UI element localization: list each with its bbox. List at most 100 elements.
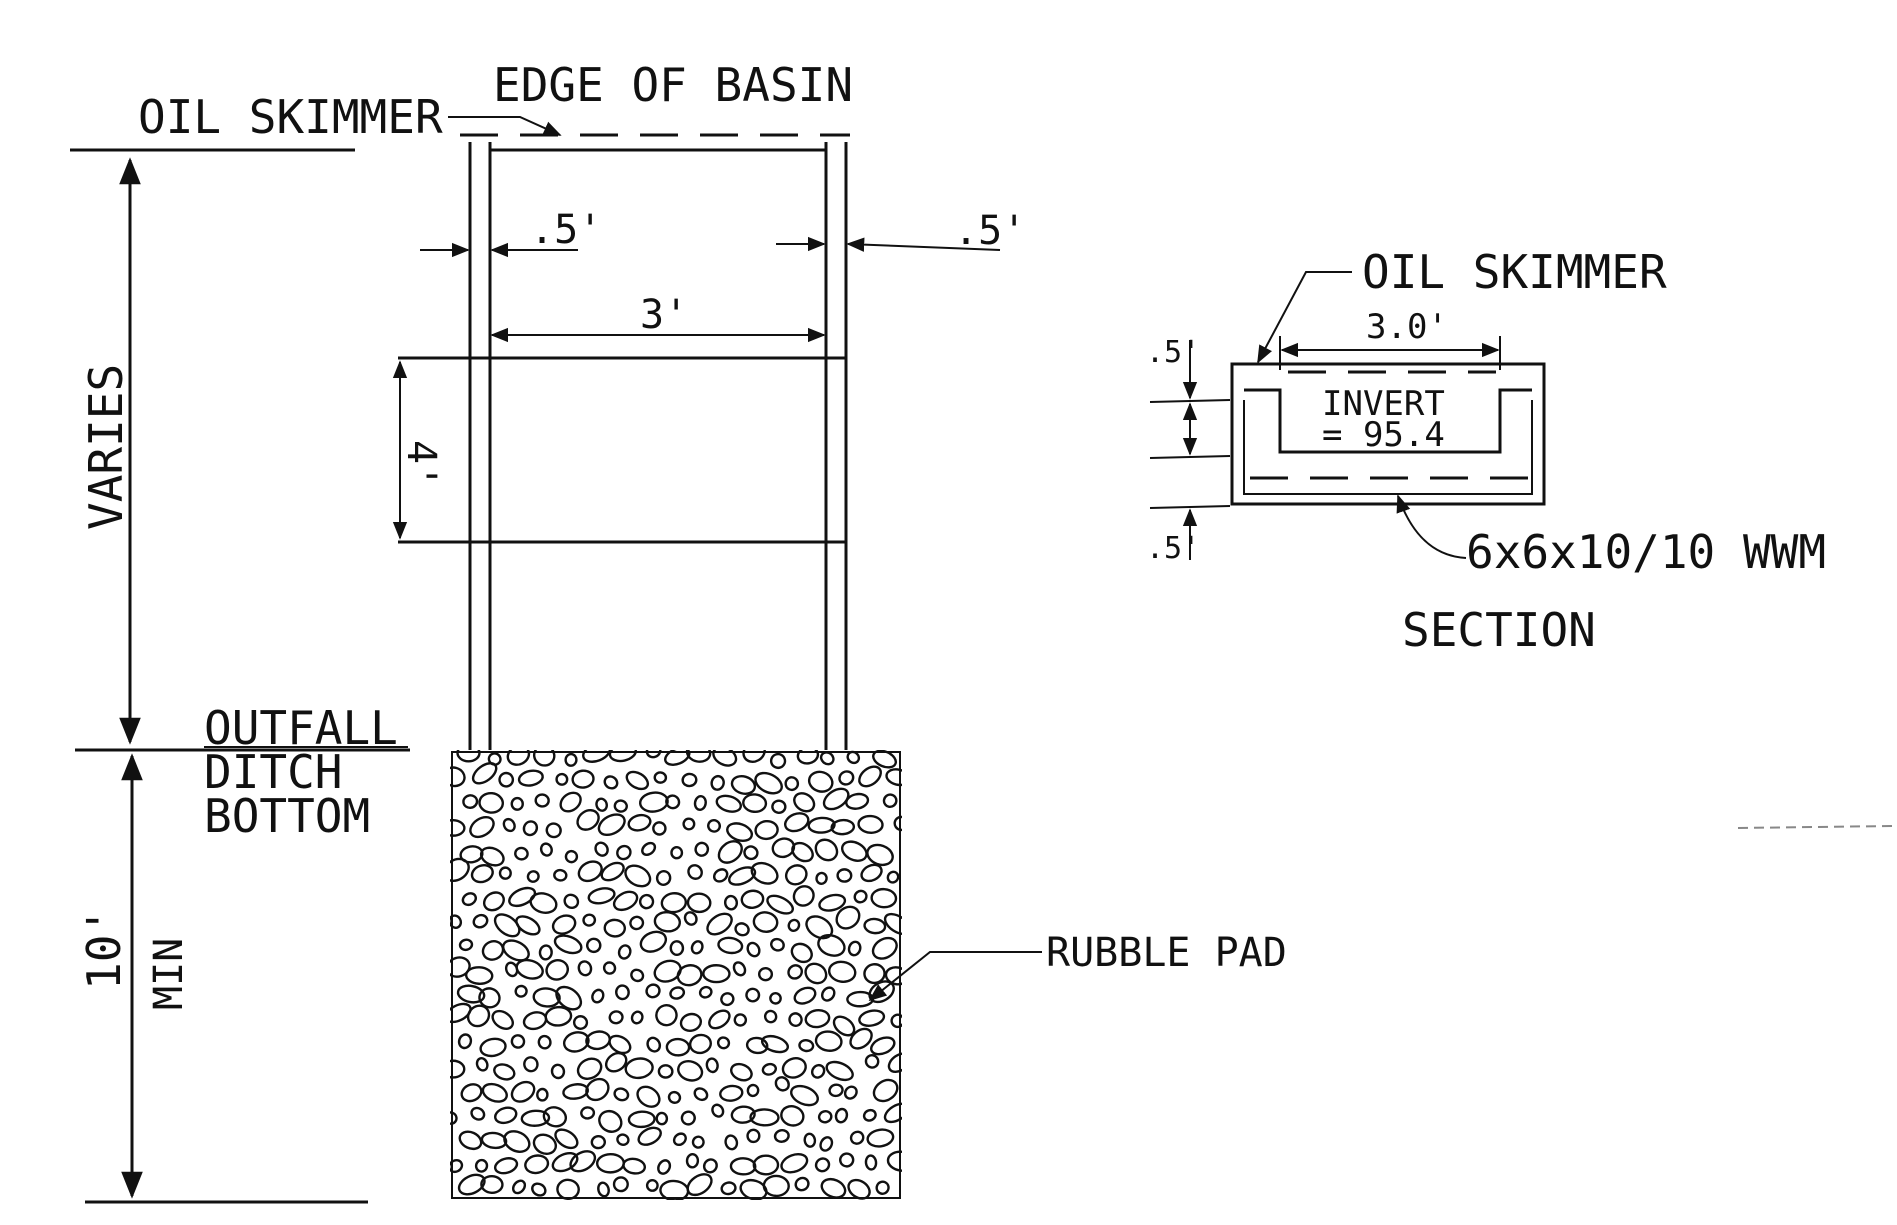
rubble-stone — [608, 1034, 632, 1055]
rubble-stone — [790, 942, 813, 964]
rubble-stone — [858, 765, 882, 788]
rubble-stone — [641, 841, 657, 857]
rubble-stone — [457, 1033, 473, 1050]
rubble-stone — [625, 770, 650, 791]
rubble-stone — [825, 1060, 854, 1082]
rubble-stone — [597, 1181, 610, 1198]
rubble-stone — [693, 794, 707, 812]
rubble-stone — [572, 1015, 589, 1030]
rubble-stone — [793, 792, 816, 813]
rubble-stone — [890, 1013, 902, 1029]
rubble-stone — [511, 1179, 527, 1195]
rubble-stone — [615, 984, 630, 1001]
rubble-stone — [461, 892, 478, 907]
rubble-stone — [886, 870, 900, 884]
rubble-stone — [742, 793, 768, 814]
rubble-stone — [582, 750, 612, 763]
rubble-stone — [563, 893, 580, 910]
rubble-stone — [562, 1083, 589, 1100]
rubble-stone — [652, 821, 667, 836]
rubble-stone — [597, 813, 626, 837]
rubble-stone — [770, 937, 785, 952]
rubble-stone — [469, 815, 495, 839]
rubble-stone — [723, 894, 739, 911]
rubble-stone — [494, 1106, 518, 1125]
outfall-label-3: BOTTOM — [204, 789, 370, 843]
rubble-pad — [450, 750, 902, 1200]
top-thickness-label: .5' — [1146, 335, 1200, 370]
rubble-stone — [836, 868, 853, 883]
rubble-stone — [645, 1179, 659, 1192]
rubble-stone — [636, 1085, 661, 1108]
rubble-stone — [791, 841, 814, 863]
rubble-stone — [532, 750, 556, 767]
rubble-stone — [866, 843, 894, 867]
scan-artifact-line — [1737, 825, 1893, 829]
rubble-stone — [506, 750, 531, 766]
rubble-stone — [471, 762, 498, 785]
rubble-stone — [766, 894, 794, 915]
left-gap-label: .5' — [530, 207, 602, 253]
rubble-stone — [539, 842, 553, 857]
rubble-stone — [885, 768, 902, 787]
rubble-pad-leader — [868, 951, 1042, 1002]
rubble-stone — [750, 861, 779, 885]
right-gap-label: .5' — [954, 208, 1026, 254]
rubble-stone — [698, 985, 713, 999]
rubble-stone — [608, 1010, 624, 1025]
rubble-stone — [838, 770, 855, 786]
rubble-stone — [686, 1173, 713, 1197]
rubble-stone — [450, 766, 466, 788]
rubble-stone — [745, 987, 761, 1003]
rubble-stone — [740, 889, 765, 909]
rubble-stone — [688, 1033, 712, 1055]
rubble-stone — [784, 812, 810, 833]
rubble-stone — [450, 1002, 472, 1024]
rubble-stone — [893, 815, 902, 832]
rubble-stone — [604, 1051, 628, 1073]
rubble-stone — [660, 892, 688, 914]
rubble-stone — [498, 771, 515, 788]
rubble-stone — [846, 750, 861, 765]
rubble-stone — [629, 915, 645, 931]
rubble-stone — [790, 1084, 819, 1107]
rubble-stone — [637, 1126, 662, 1146]
bottom-thickness-label: .5' — [1146, 531, 1200, 566]
rubble-stone — [746, 1128, 761, 1144]
rubble-stone — [450, 914, 463, 929]
rubble-stone — [529, 892, 558, 914]
rubble-stone — [553, 868, 568, 882]
rubble-stone — [479, 1037, 507, 1058]
rubble-stone — [470, 1106, 486, 1121]
rubble-stone — [762, 1174, 790, 1198]
rubble-stone — [754, 771, 783, 795]
rubble-stone — [710, 774, 725, 791]
rubble-stone — [458, 1130, 483, 1151]
rubble-stone — [733, 1013, 748, 1027]
rubble-stone — [464, 966, 494, 985]
rubble-stone — [807, 770, 834, 793]
rubble-stone — [807, 816, 836, 834]
rubble-stone — [655, 1111, 669, 1126]
rubble-stone — [616, 1133, 630, 1146]
rubble-stone — [729, 1157, 757, 1176]
outfall-label-2: DITCH — [204, 745, 342, 799]
rubble-stone — [616, 844, 632, 861]
rubble-stone — [794, 1176, 810, 1192]
rubble-stone — [739, 1178, 768, 1200]
rubble-stone — [769, 752, 787, 770]
rubble-stone — [847, 1178, 871, 1200]
rubble-stone — [493, 913, 521, 938]
rubble-stone — [871, 936, 898, 960]
rubble-stone — [687, 864, 703, 880]
rubble-stone — [706, 912, 733, 936]
rubble-stone — [667, 1090, 682, 1104]
rubble-stone — [853, 889, 868, 904]
rubble-stone — [792, 885, 815, 907]
rubble-stone — [702, 964, 731, 984]
rubble-stone — [645, 983, 661, 999]
rubble-stone — [585, 1077, 610, 1102]
rubble-stone — [690, 940, 704, 955]
rubble-stone — [580, 1106, 596, 1120]
